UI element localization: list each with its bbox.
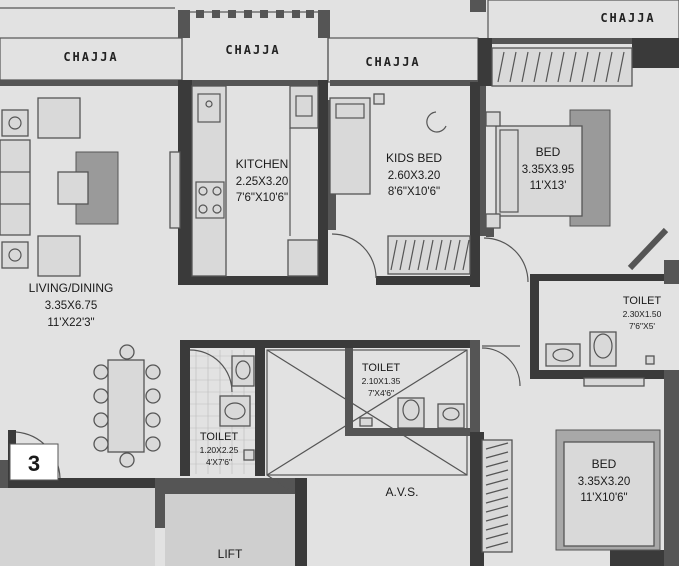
- toilet-right-imperial: 7'6"X5': [629, 321, 655, 331]
- toilet-right-name: TOILET: [623, 295, 662, 307]
- bed-top-name: BED: [536, 145, 561, 159]
- kids-bed-name: KIDS BED: [386, 151, 442, 165]
- chajja-label-kitchen: CHAJJA: [225, 43, 280, 57]
- wardrobe-hatch-line: [485, 523, 509, 531]
- toilet-left-imperial: 4'X7'6": [206, 457, 232, 467]
- chajja-label-kids: CHAJJA: [365, 55, 420, 69]
- kids-furniture: [329, 93, 471, 279]
- chajja-label-left: CHAJJA: [63, 50, 118, 64]
- toilet-center-imperial: 7'X4'6": [368, 388, 394, 398]
- kitchen-metric: 2.25X3.20: [236, 176, 288, 188]
- wardrobe-hatch-line: [509, 51, 517, 83]
- bed-bottom-imperial: 11'X10'6": [580, 492, 627, 504]
- kids-bed-metric: 2.60X3.20: [388, 170, 440, 182]
- wardrobe-hatch-line: [485, 451, 509, 459]
- toilet-center-metric: 2.10X1.35: [362, 376, 401, 386]
- kitchen-name: KITCHEN: [236, 157, 289, 171]
- wardrobe-hatch-line: [485, 442, 509, 450]
- wardrobe-hatch-line: [399, 239, 407, 271]
- avs-label: A.V.S.: [386, 485, 419, 499]
- bed-bottom-furniture: [481, 345, 661, 553]
- wardrobe-hatch-line: [408, 239, 416, 271]
- wardrobe-hatch-line: [497, 51, 505, 83]
- wardrobe-hatch-line: [521, 51, 529, 83]
- wardrobe-hatch-line: [485, 460, 509, 468]
- wardrobe-hatch-line: [485, 469, 509, 477]
- wardrobe-hatch-line: [444, 239, 452, 271]
- kitchen-counters: [191, 85, 319, 277]
- wardrobe-hatch-line: [533, 51, 541, 83]
- flat-number-badge: [9, 443, 59, 481]
- wardrobe-hatch-line: [593, 51, 601, 83]
- toilet-right-metric: 2.30X1.50: [623, 309, 662, 319]
- living-imperial: 11'X22'3": [47, 317, 94, 329]
- wardrobe-hatch-line: [485, 514, 509, 522]
- wardrobe-hatch-line: [462, 239, 470, 271]
- lift-label: LIFT: [218, 547, 243, 561]
- bed-bottom-metric: 3.35X3.20: [578, 476, 630, 488]
- wardrobe-hatch-line: [545, 51, 553, 83]
- chajja-label-right: CHAJJA: [600, 11, 655, 25]
- avs-shaft: [266, 349, 468, 495]
- wardrobe-hatch-line: [485, 496, 509, 504]
- toilet-left-metric: 1.20X2.25: [200, 445, 239, 455]
- living-metric: 3.35X6.75: [45, 300, 97, 312]
- wardrobe-hatch-line: [557, 51, 565, 83]
- wardrobe-hatch-line: [485, 532, 509, 540]
- toilet-right-fixtures: [545, 331, 655, 387]
- wardrobe-hatch-line: [605, 51, 613, 83]
- walls: [0, 38, 679, 566]
- living-furniture: [0, 97, 181, 480]
- flat-number: 3: [28, 451, 40, 476]
- wardrobe-hatch-line: [581, 51, 589, 83]
- wardrobe-hatch-line: [426, 239, 434, 271]
- bed-top-metric: 3.35X3.95: [522, 164, 574, 176]
- wardrobe-hatch-line: [485, 541, 509, 549]
- bed-bottom-name: BED: [592, 457, 617, 471]
- stair-area: [0, 488, 155, 566]
- wardrobe-hatch-line: [617, 51, 625, 83]
- kids-bed-imperial: 8'6"X10'6": [388, 186, 440, 198]
- lift-shaft: [165, 494, 295, 566]
- toilet-left-name: TOILET: [200, 431, 239, 443]
- wardrobe-hatch-line: [485, 487, 509, 495]
- toilet-center-name: TOILET: [362, 362, 401, 374]
- wardrobe-hatch-line: [569, 51, 577, 83]
- wardrobe-hatch-line: [485, 478, 509, 486]
- wardrobe-hatch-line: [435, 239, 443, 271]
- bed-top-imperial: 11'X13': [530, 180, 567, 192]
- wardrobe-hatch-line: [485, 505, 509, 513]
- wardrobe-hatch-line: [390, 239, 398, 271]
- toilet-center-fixtures: [359, 347, 521, 429]
- wardrobe-hatch-line: [453, 239, 461, 271]
- kitchen-imperial: 7'6"X10'6": [236, 192, 288, 204]
- bed-top-furniture: [483, 47, 669, 283]
- living-name: LIVING/DINING: [29, 281, 114, 295]
- toilet-left-fixtures: [189, 349, 255, 461]
- wardrobe-hatch-line: [417, 239, 425, 271]
